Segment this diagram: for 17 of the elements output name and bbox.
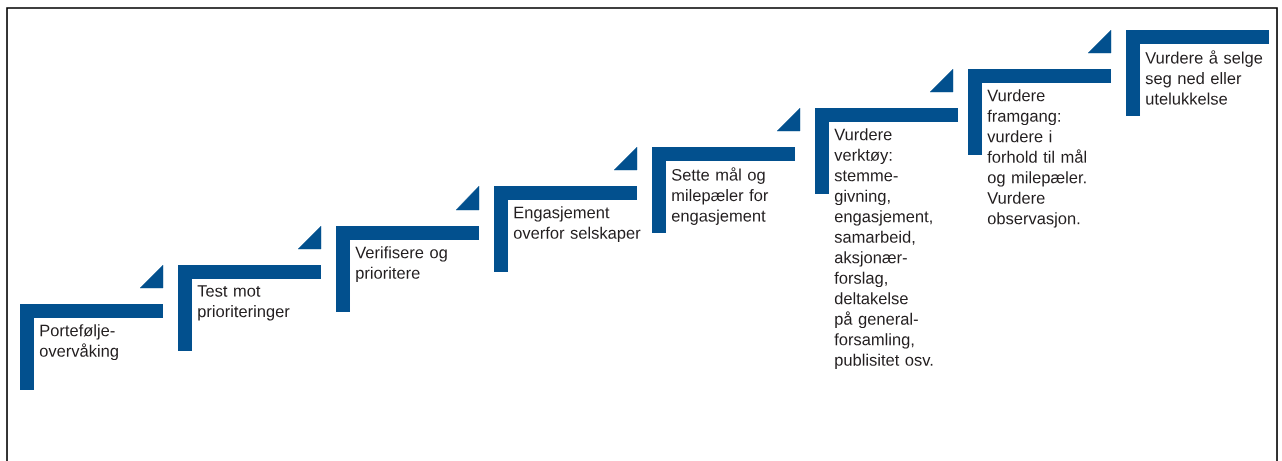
step-box: Verifisere og prioritere [336,226,479,312]
step-box: Vurdere å selge seg ned eller utelukkelse [1126,30,1269,116]
node-label: og milepæler. Vurdere observasjon. [987,171,1086,228]
step-box: Portefølje- overvåking [20,304,163,390]
step-box: Sette mål og milepæler for engasjement [652,147,795,233]
step-arrow [776,107,801,132]
step-box: Vurdere verktøy: stemme- givning, engasjement, samarbeid, aksjonær- forslag, deltakelse på general- forsamling, publisitet osv. [815,108,958,370]
step-arrow [297,225,322,250]
step-box: Test mot prioriteringer [178,265,321,351]
step-arrow [455,185,480,211]
step-arrow [613,146,638,171]
step-box: Vurdere framgang: vurdere i forhold til mål og milepæler. Vurdere observasjon. [968,69,1111,228]
step-arrow [139,264,164,289]
node-label: engasjement, samarbeid, aksjonær- forslag, deltakelse på general- forsamling, publisitet osv. [834,210,933,370]
step-arrow [929,68,954,93]
step-box: Engasjement overfor selskaper [494,186,641,272]
step-arrow [1087,29,1112,54]
